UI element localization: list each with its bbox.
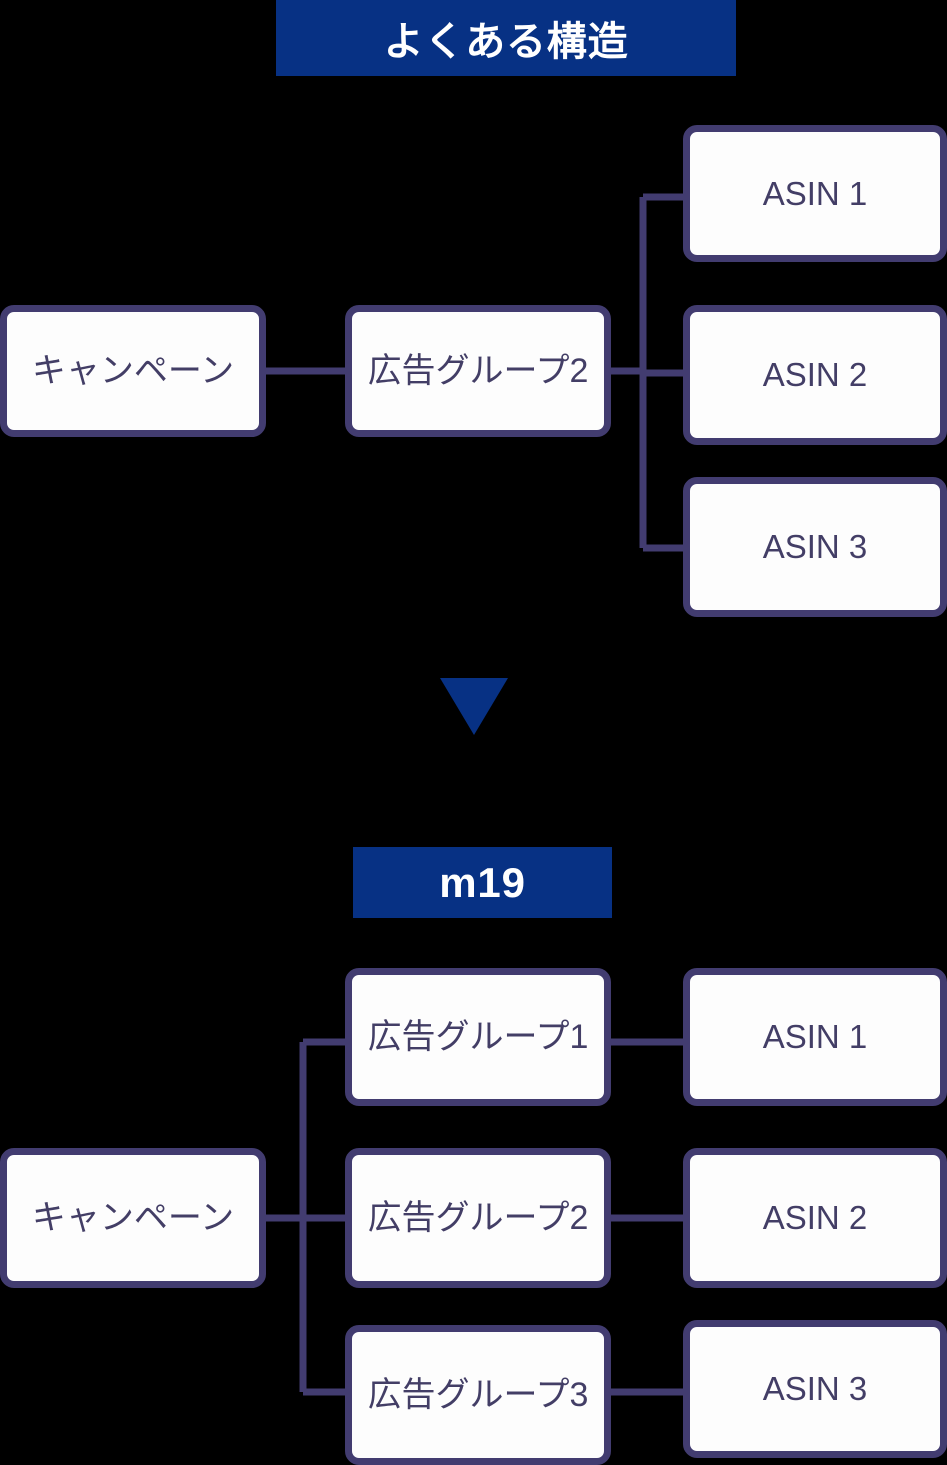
downward-triangle-icon — [440, 678, 508, 735]
node-asin-1-common[interactable]: ASIN 1 — [683, 125, 947, 262]
node-asin-3-m19[interactable]: ASIN 3 — [683, 1320, 947, 1458]
node-asin-2-common[interactable]: ASIN 2 — [683, 305, 947, 445]
node-ad-group-common[interactable]: 広告グループ2 — [345, 305, 611, 437]
node-ad-group-2-m19[interactable]: 広告グループ2 — [345, 1148, 611, 1288]
node-asin-3-common[interactable]: ASIN 3 — [683, 477, 947, 617]
section-title-banner-m19: m19 — [353, 847, 612, 918]
node-ad-group-3-m19[interactable]: 広告グループ3 — [345, 1325, 611, 1465]
node-campaign-m19[interactable]: キャンペーン — [0, 1148, 266, 1288]
node-ad-group-1-m19[interactable]: 広告グループ1 — [345, 968, 611, 1106]
section-title-banner-common: よくある構造 — [276, 0, 736, 76]
node-campaign-common[interactable]: キャンペーン — [0, 305, 266, 437]
node-asin-1-m19[interactable]: ASIN 1 — [683, 968, 947, 1106]
node-asin-2-m19[interactable]: ASIN 2 — [683, 1148, 947, 1288]
